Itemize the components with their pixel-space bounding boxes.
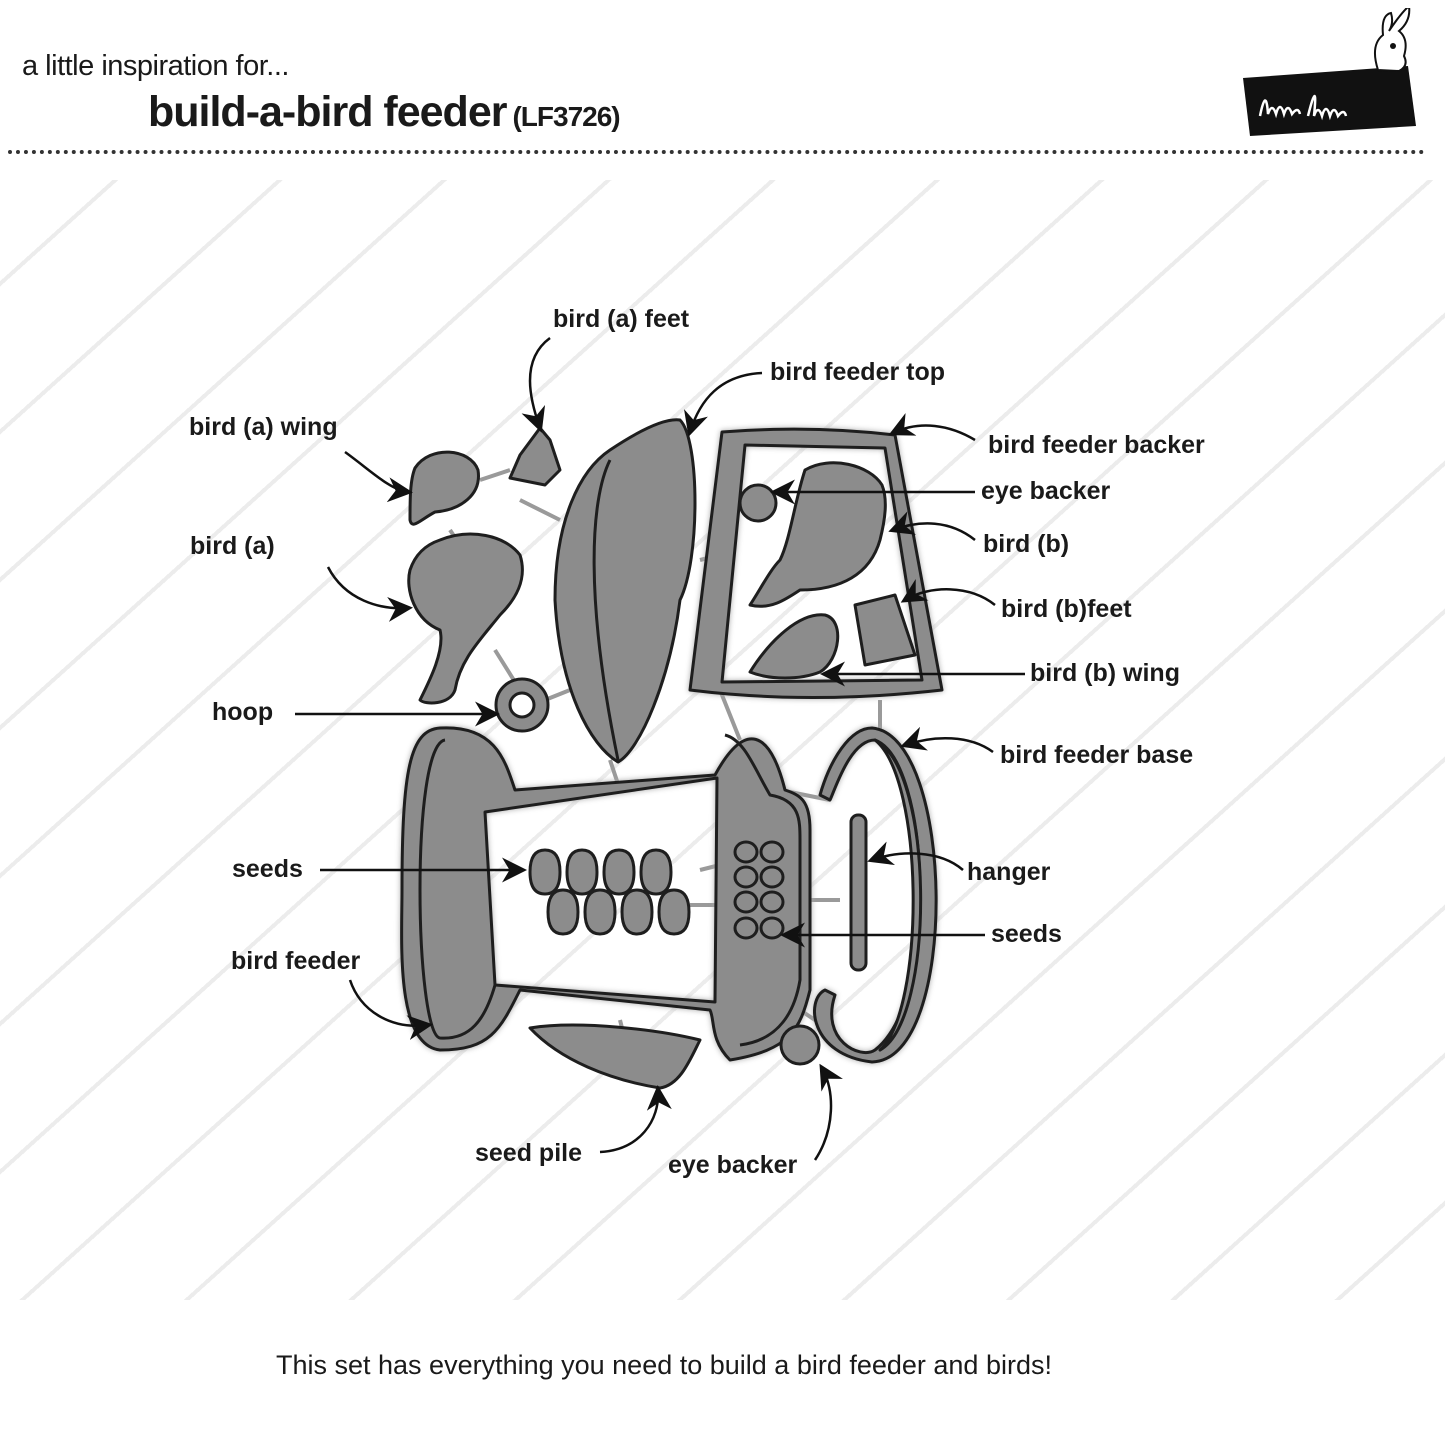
bird-b-feet-die xyxy=(853,593,917,667)
bird-feeder-base-die xyxy=(813,726,938,1064)
label-eye-backer-top: eye backer xyxy=(981,477,1111,505)
label-bird-a: bird (a) xyxy=(190,532,275,560)
bird-feeder-die xyxy=(400,726,812,1062)
pointer-arrows xyxy=(295,336,1025,1161)
bird-b-die xyxy=(748,461,887,608)
label-bird-a-wing: bird (a) wing xyxy=(189,413,338,441)
eye-backer-bottom-die xyxy=(779,1024,821,1066)
bird-feeder-backer-die xyxy=(688,427,944,699)
label-bird-b-wing: bird (b) wing xyxy=(1030,659,1180,687)
label-seeds-left: seeds xyxy=(232,855,303,883)
watermark xyxy=(0,180,1445,1300)
seeds-die xyxy=(528,848,691,936)
bird-a-wing-die xyxy=(408,450,480,526)
label-bird-b: bird (b) xyxy=(983,530,1070,558)
label-bird-feeder-base: bird feeder base xyxy=(1000,741,1194,769)
label-eye-backer-bottom: eye backer xyxy=(668,1151,798,1179)
bird-b-wing-die xyxy=(748,613,840,680)
page-title: build-a-bird feeder(LF3726) xyxy=(148,88,621,137)
bird-a-feet-die xyxy=(508,426,562,487)
product-code: (LF3726) xyxy=(512,101,620,132)
seed-pile-die xyxy=(528,1023,702,1090)
product-name: build-a-bird feeder xyxy=(148,88,507,136)
label-hoop: hoop xyxy=(212,698,274,726)
bird-a-die xyxy=(407,532,524,705)
small-seeds-die xyxy=(733,840,785,940)
hoop-die xyxy=(494,677,550,733)
dotted-divider xyxy=(8,150,1425,154)
hanger-die xyxy=(849,813,868,972)
label-bird-feeder-top: bird feeder top xyxy=(770,358,946,386)
eye-backer-top-die xyxy=(738,483,778,523)
label-bird-feeder-backer: bird feeder backer xyxy=(988,431,1205,459)
label-bird-feeder: bird feeder xyxy=(231,947,361,975)
bird-feeder-top-die xyxy=(553,418,697,764)
lawn-fawn-logo xyxy=(1243,8,1416,136)
label-bird-b-feet: bird (b)feet xyxy=(1001,595,1132,623)
label-bird-a-feet: bird (a) feet xyxy=(553,305,690,333)
intro-text: a little inspiration for... xyxy=(22,50,289,82)
label-hanger: hanger xyxy=(967,858,1051,886)
label-seeds-right: seeds xyxy=(991,920,1062,948)
label-seed-pile: seed pile xyxy=(475,1139,582,1167)
footer-caption: This set has everything you need to buil… xyxy=(276,1350,1052,1380)
